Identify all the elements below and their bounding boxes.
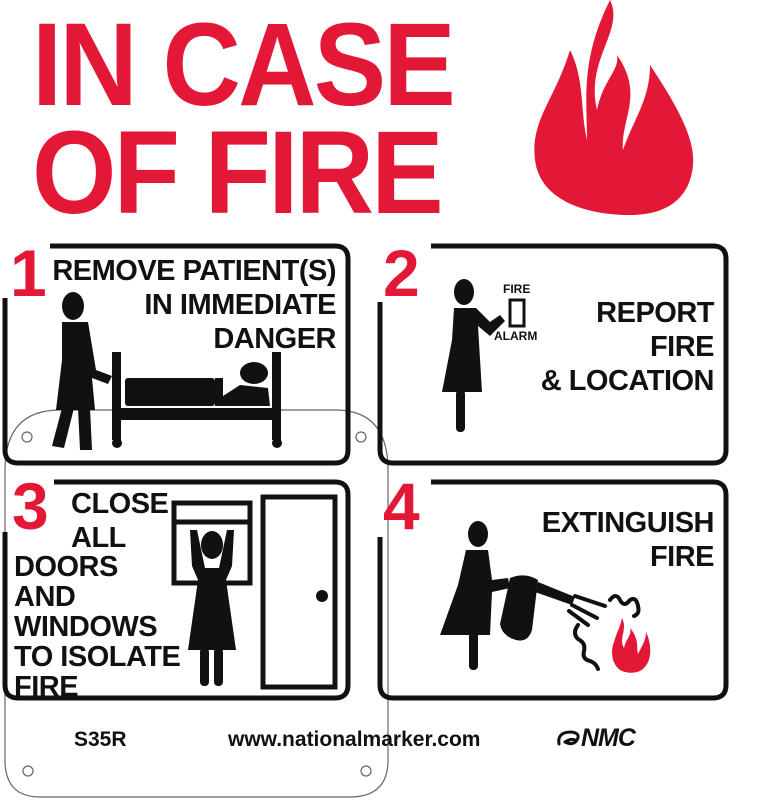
title-line-1: IN CASE [32, 0, 456, 131]
step-4-number: 4 [383, 469, 420, 543]
fire-alarm-label-bottom: ALARM [494, 329, 538, 343]
mount-hole-icon [360, 765, 372, 777]
mount-hole-icon [22, 765, 34, 777]
step-1-text: REMOVE PATIENT(S) IN IMMEDIATE DANGER [52, 255, 336, 355]
product-code: S35R [74, 728, 127, 751]
mount-hole-icon [355, 431, 367, 443]
step-4-text: EXTINGUISH FIRE [541, 507, 715, 573]
title-line-2: OF FIRE [32, 107, 444, 239]
flame-icon [534, 0, 694, 215]
small-flame-icon [612, 618, 651, 673]
door-knob-icon [316, 590, 328, 602]
step-2-number: 2 [383, 236, 420, 310]
website-link[interactable]: www.nationalmarker.com [228, 728, 481, 751]
step-2-text: REPORT FIRE & LOCATION [540, 297, 715, 397]
mount-hole-icon [21, 431, 33, 443]
step-3-text-top: CLOSE ALL [71, 488, 169, 554]
nmc-brand-text: NMC [581, 724, 636, 752]
nmc-logo: NMC [555, 724, 636, 753]
step-1-number: 1 [10, 236, 47, 310]
step-3-number: 3 [12, 469, 49, 543]
swoosh-icon [557, 729, 580, 745]
step-3-text-bottom: DOORS AND WINDOWS TO ISOLATE FIRE [14, 551, 181, 703]
fire-alarm-label-top: FIRE [503, 282, 531, 296]
